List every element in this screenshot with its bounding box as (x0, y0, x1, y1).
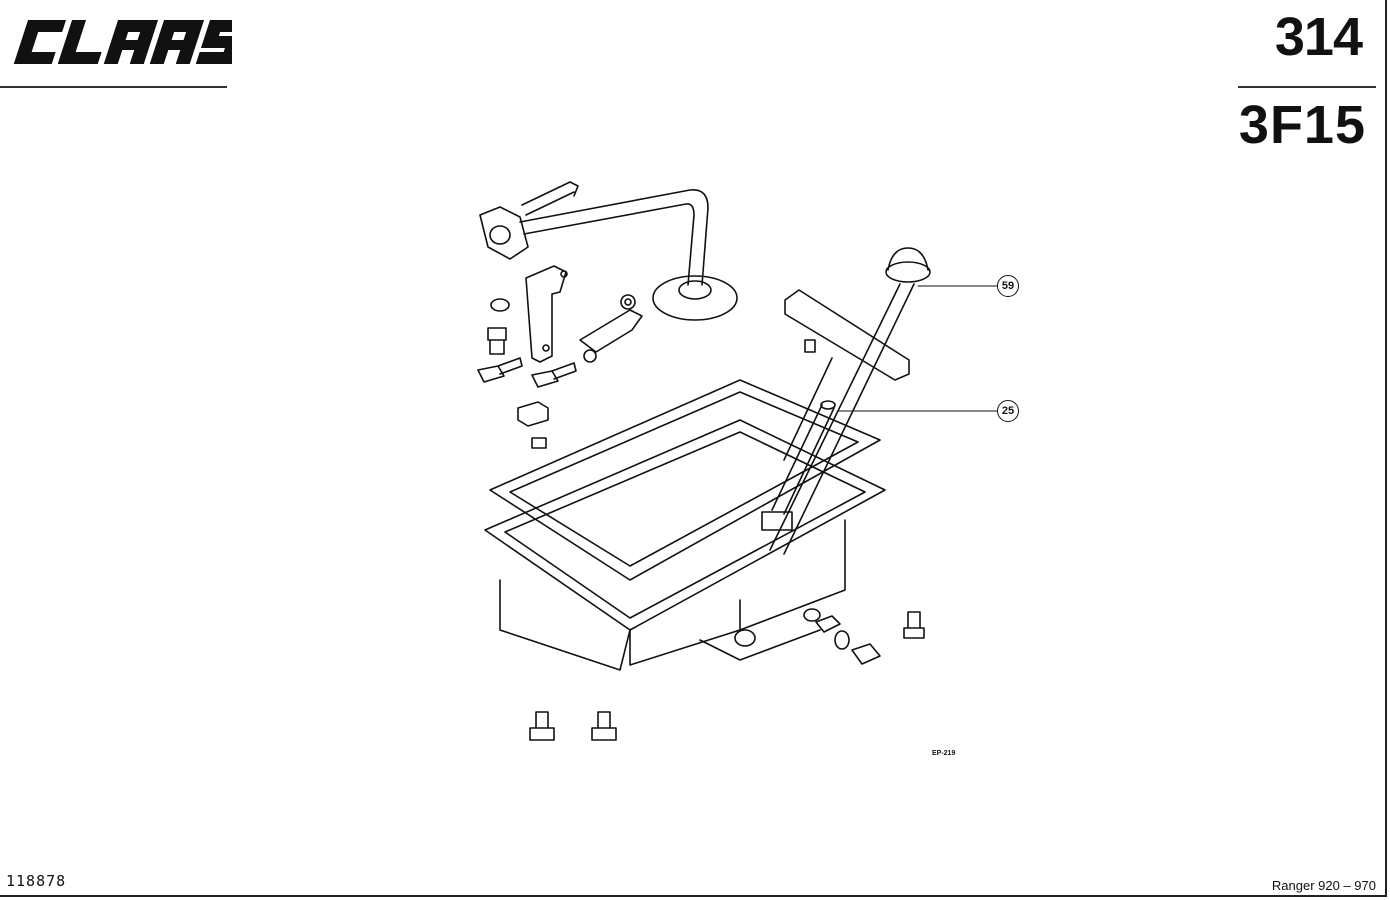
pipe-bracket (525, 265, 568, 363)
header-rule (1238, 86, 1376, 88)
claas-logo (10, 14, 232, 70)
oil-pan (484, 419, 886, 671)
group-code: 3F15 (1238, 95, 1366, 155)
document-number: 118878 (6, 872, 67, 890)
sump-gasket (489, 379, 881, 581)
callout-25: 25 (997, 400, 1019, 422)
retaining-plate (579, 294, 643, 363)
drawing-reference: EP-219 (932, 750, 956, 757)
drain-plug (815, 615, 881, 665)
callout-59: 59 (997, 275, 1019, 297)
sump-bolts (529, 611, 925, 741)
dipstick (769, 247, 931, 555)
page-number: 314 (1274, 7, 1363, 67)
oil-sump-exploded-drawing (440, 160, 1040, 780)
dipstick-guide-tube (761, 400, 836, 531)
drain-plug-upper (517, 401, 549, 449)
model-range: Ranger 920 – 970 (1271, 878, 1376, 893)
sensor-bracket (784, 289, 910, 381)
bolt-set-left (477, 298, 577, 388)
oil-suction-pipe (479, 181, 738, 321)
logo-rule (0, 86, 227, 88)
